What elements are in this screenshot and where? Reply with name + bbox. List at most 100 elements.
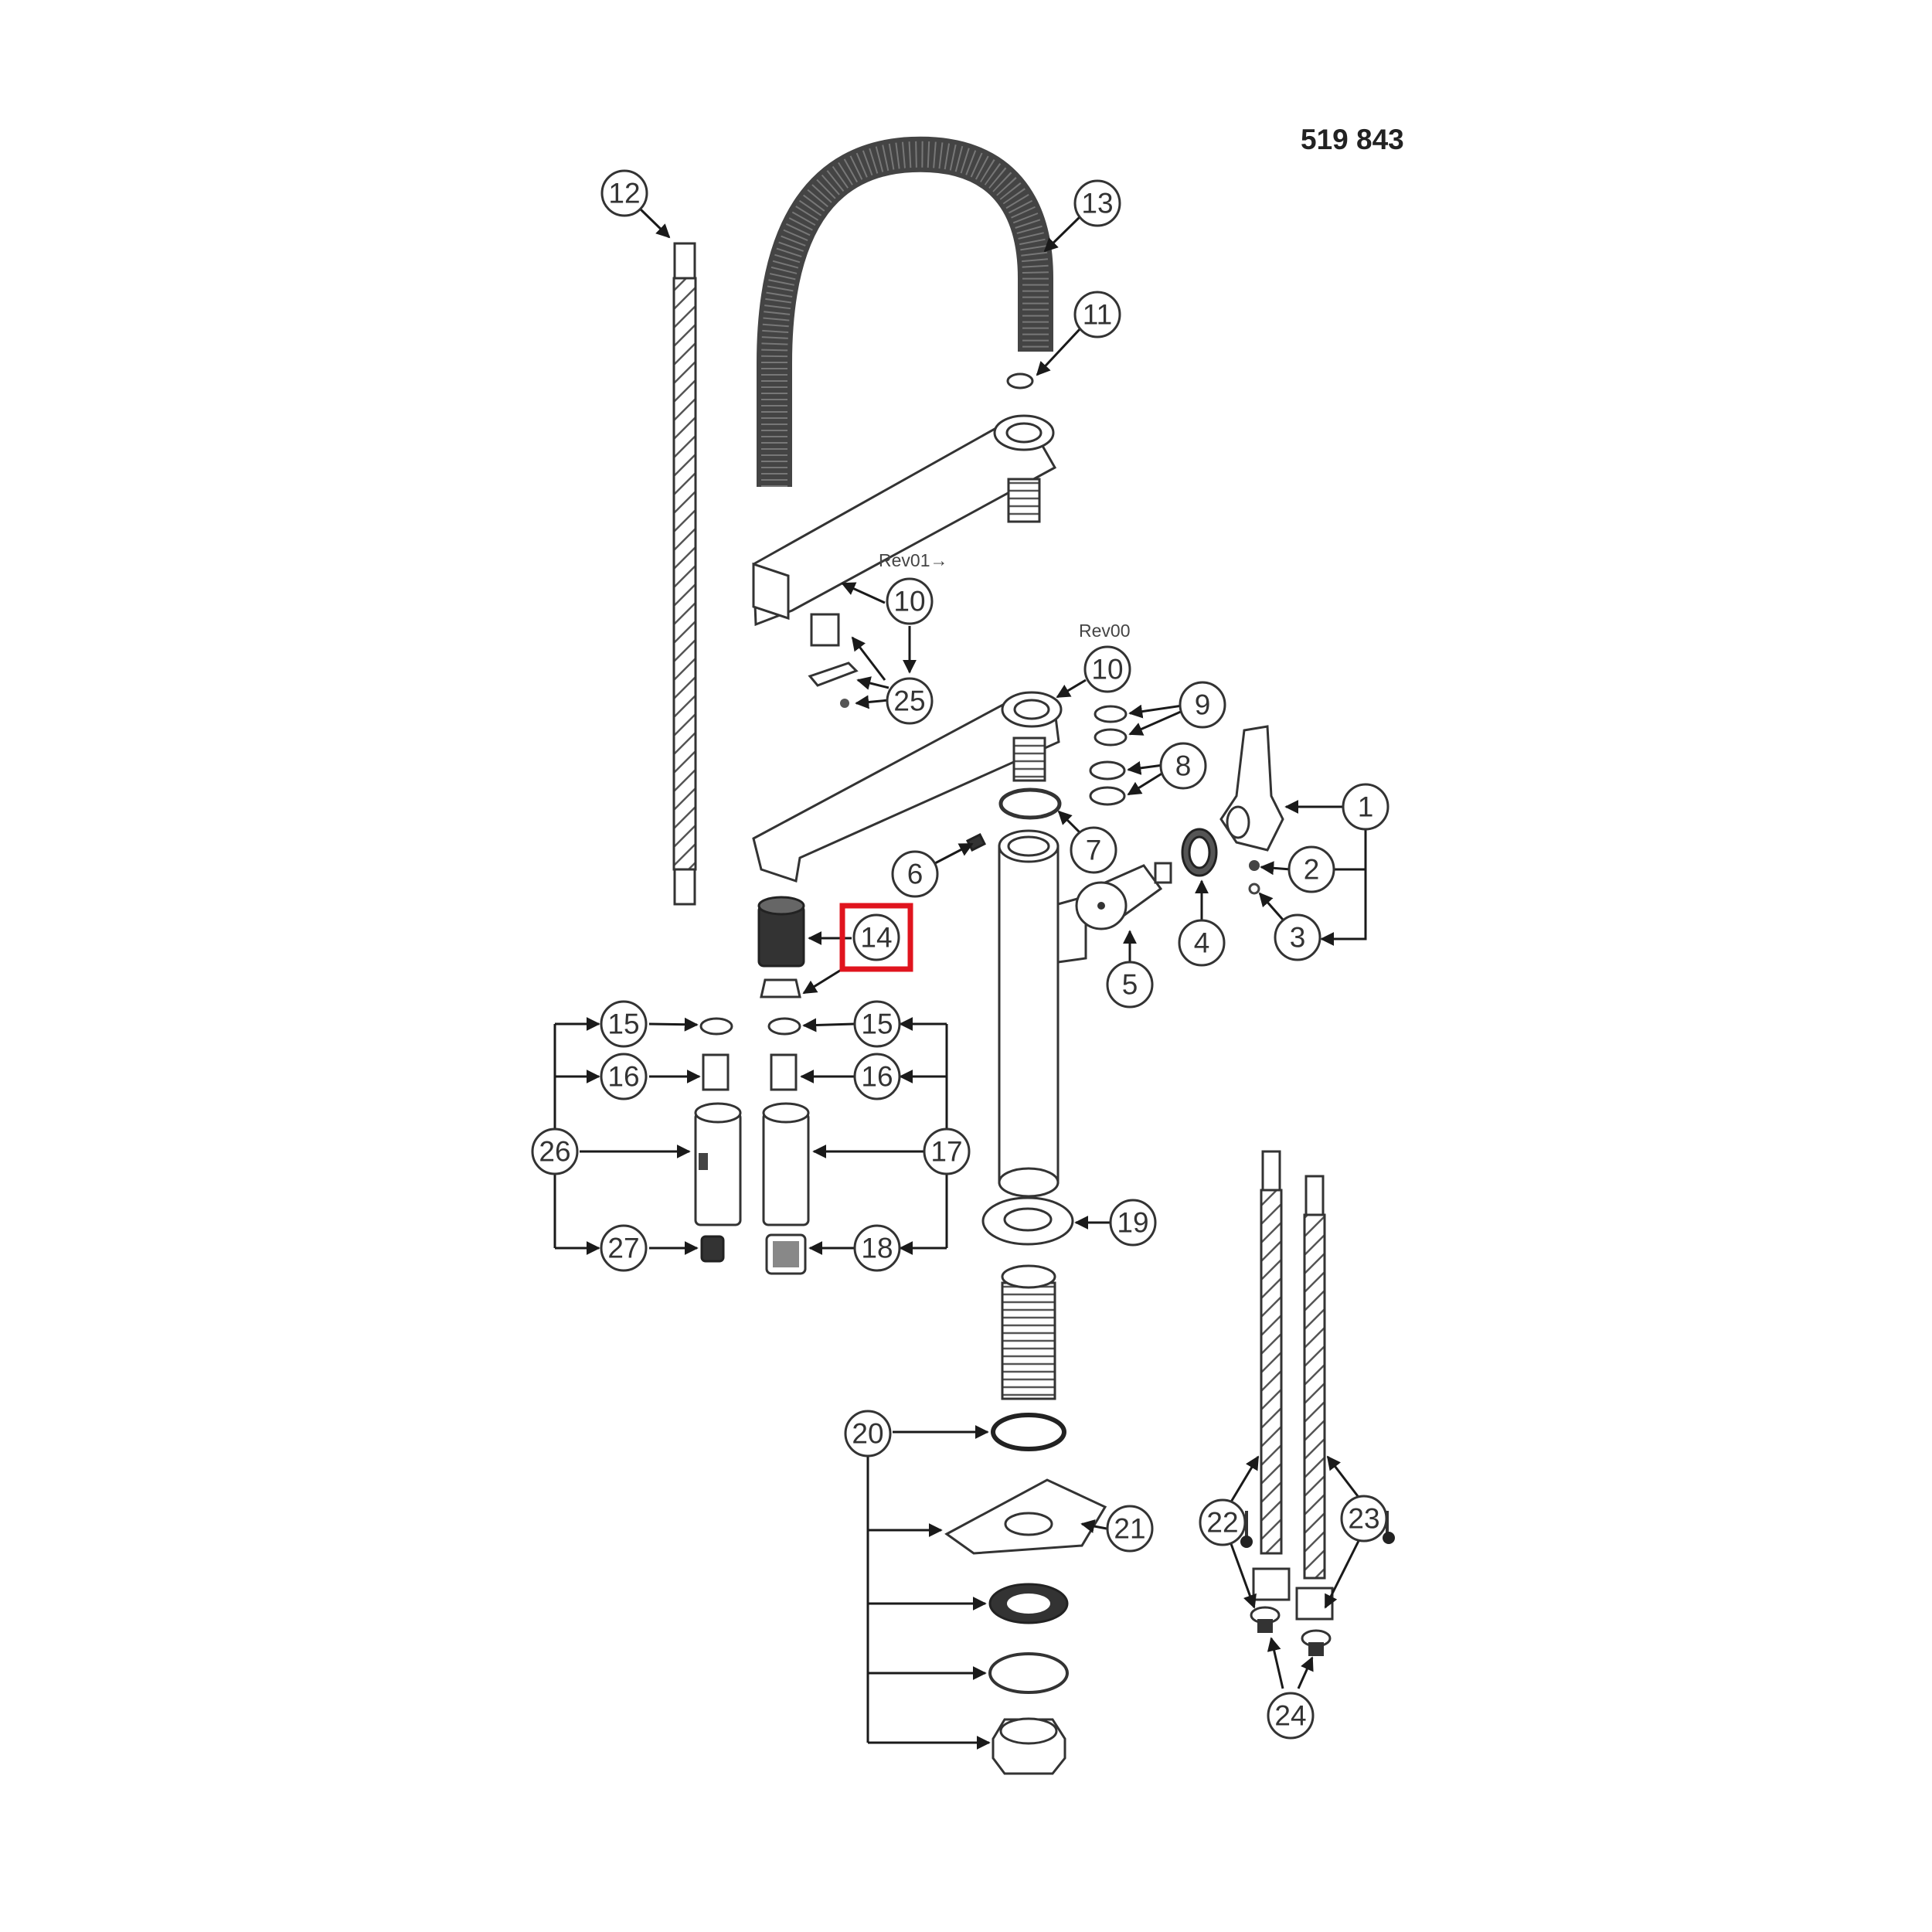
part-26-housing [694, 1102, 742, 1226]
svg-text:4: 4 [1194, 927, 1210, 959]
svg-text:21: 21 [1114, 1513, 1145, 1545]
part-25-small-parts [808, 613, 859, 708]
part-22-tag [1240, 1511, 1253, 1548]
callout-13[interactable]: 13 [1073, 179, 1121, 227]
callout-12[interactable]: 12 [600, 169, 648, 217]
callout-10-rev00[interactable]: 10 [1083, 645, 1131, 693]
svg-text:3: 3 [1290, 922, 1306, 954]
part-15-washer-left [699, 1017, 733, 1036]
callout-25[interactable]: 25 [886, 677, 934, 725]
part-10-spout-arm-rev00 [752, 691, 1063, 883]
part-20-flat-washer [988, 1652, 1069, 1694]
faucet-body-tube [998, 829, 1087, 1198]
part-18-aerator [765, 1233, 807, 1275]
part-12-pullout-hose [672, 242, 697, 906]
svg-text:27: 27 [607, 1233, 639, 1264]
part-21-triangular-gasket [944, 1478, 1107, 1555]
callout-20[interactable]: 20 [844, 1410, 892, 1458]
svg-text:22: 22 [1206, 1507, 1238, 1539]
part-6-set-screw [965, 832, 987, 852]
rev01-label: Rev01→ [879, 550, 947, 570]
svg-text:16: 16 [861, 1061, 893, 1093]
part-5-cartridge [1075, 862, 1172, 930]
callout-1[interactable]: 1 [1342, 783, 1389, 831]
callout-22[interactable]: 22 [1199, 1498, 1247, 1546]
part-15-washer-right [767, 1017, 801, 1036]
svg-text:13: 13 [1081, 188, 1113, 219]
part-1-handle [1219, 725, 1284, 852]
callout-21[interactable]: 21 [1106, 1505, 1154, 1553]
svg-text:14: 14 [860, 922, 892, 954]
part-16-insert-left [702, 1053, 730, 1091]
svg-text:26: 26 [539, 1136, 570, 1168]
part-10-spout-arm-rev01 [752, 414, 1057, 627]
part-13-spout [757, 136, 1053, 487]
svg-text:24: 24 [1274, 1700, 1306, 1732]
part-4-bonnet-nut [1181, 828, 1218, 877]
callout-16-left[interactable]: 16 [600, 1053, 648, 1100]
svg-text:12: 12 [608, 178, 640, 209]
svg-text:10: 10 [893, 586, 925, 617]
rev00-label: Rev00 [1079, 621, 1130, 641]
part-9-ring-top [1094, 705, 1128, 723]
callout-24[interactable]: 24 [1267, 1692, 1315, 1740]
callout-2[interactable]: 2 [1287, 845, 1335, 893]
callout-23[interactable]: 23 [1340, 1495, 1388, 1543]
callout-9[interactable]: 9 [1179, 681, 1226, 729]
svg-text:9: 9 [1195, 689, 1211, 721]
callout-16-right[interactable]: 16 [853, 1053, 901, 1100]
highlight-box [839, 903, 913, 972]
svg-text:20: 20 [852, 1418, 883, 1450]
part-20-o-ring [991, 1413, 1066, 1451]
callout-19[interactable]: 19 [1109, 1199, 1157, 1247]
callout-27[interactable]: 27 [600, 1224, 648, 1272]
part-11-washer [1006, 372, 1034, 389]
svg-text:11: 11 [1083, 299, 1112, 331]
part-20-rubber-gasket [988, 1583, 1069, 1624]
svg-text:19: 19 [1117, 1207, 1148, 1239]
threaded-shank [1001, 1264, 1056, 1400]
part-22-supply-hose [1252, 1150, 1291, 1601]
part-17-housing [762, 1102, 810, 1226]
callout-6[interactable]: 6 [891, 850, 939, 898]
callout-4[interactable]: 4 [1178, 919, 1226, 967]
svg-text:8: 8 [1175, 750, 1192, 782]
document-number: 519 843 [1301, 124, 1404, 155]
part-19-base-ring [981, 1196, 1074, 1246]
callout-8[interactable]: 8 [1159, 742, 1207, 790]
svg-text:17: 17 [930, 1136, 962, 1168]
svg-text:7: 7 [1086, 835, 1102, 866]
part-8-ring-top [1089, 760, 1126, 781]
callout-15-right[interactable]: 15 [853, 1000, 901, 1048]
part-23-supply-hose [1295, 1175, 1334, 1621]
callout-5[interactable]: 5 [1106, 961, 1154, 1009]
svg-text:16: 16 [607, 1061, 639, 1093]
part-2-screw [1249, 860, 1260, 871]
svg-text:18: 18 [861, 1233, 893, 1264]
part-16-insert-right [770, 1053, 798, 1091]
part-20-mounting-nut [992, 1717, 1066, 1775]
callout-11[interactable]: 11 [1073, 291, 1121, 338]
svg-text:2: 2 [1304, 854, 1320, 886]
part-24-fitting-left [1250, 1606, 1281, 1633]
part-27-aerator [700, 1235, 725, 1263]
svg-text:15: 15 [607, 1009, 639, 1040]
callout-18[interactable]: 18 [853, 1224, 901, 1272]
callout-26[interactable]: 26 [531, 1128, 579, 1175]
part-3-cap [1248, 883, 1260, 895]
part-14-hose-weight [757, 896, 805, 998]
callout-7[interactable]: 7 [1070, 826, 1117, 874]
svg-text:25: 25 [893, 685, 925, 717]
svg-text:1: 1 [1358, 791, 1374, 823]
callout-14[interactable]: 14 [852, 913, 900, 961]
svg-text:6: 6 [907, 859, 923, 890]
svg-text:15: 15 [861, 1009, 893, 1040]
callout-3[interactable]: 3 [1274, 913, 1321, 961]
callout-15-left[interactable]: 15 [600, 1000, 648, 1048]
svg-text:23: 23 [1348, 1503, 1379, 1535]
callout-10-rev01[interactable]: 10 [886, 577, 934, 625]
part-24-fitting-right [1301, 1629, 1332, 1656]
svg-text:5: 5 [1122, 969, 1138, 1001]
callout-17[interactable]: 17 [923, 1128, 971, 1175]
